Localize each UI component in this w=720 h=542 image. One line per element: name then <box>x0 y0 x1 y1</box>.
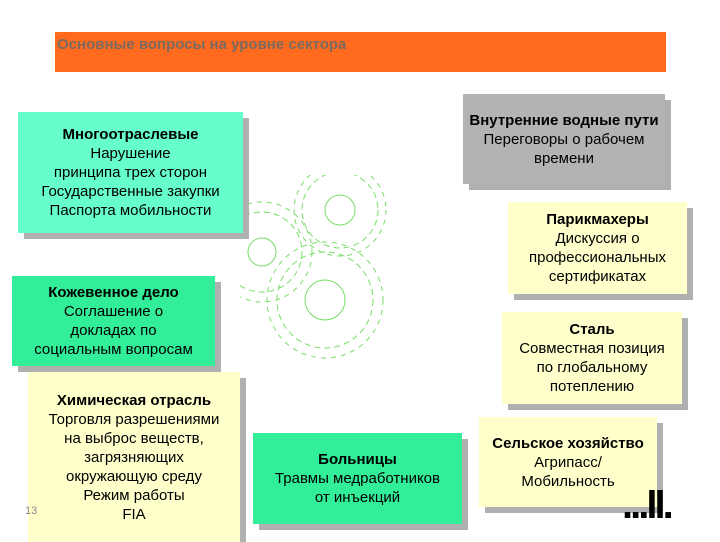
box-line: Нарушение <box>90 145 171 162</box>
box-hospitals: Больницы Травмы медработников от инъекци… <box>253 433 462 524</box>
logo: ...ll. <box>622 490 671 518</box>
box-line: загрязняющих <box>84 448 184 466</box>
box-line: Соглашение о <box>63 303 164 320</box>
box-line: Торговля разрешениями <box>48 410 220 428</box>
gears-icon <box>240 175 387 359</box>
box-title: Многоотраслевые <box>62 126 199 143</box>
box-hairdressers: Парикмахеры Дискуссия о профессиональных… <box>508 202 687 294</box>
box-line: на выброс веществ, <box>64 429 204 447</box>
box-title: Парикмахеры <box>546 211 649 228</box>
box-line: Мобильность <box>521 472 615 490</box>
box-line: социальным вопросам <box>34 341 193 358</box>
box-agriculture: Сельское хозяйство Агрипасс/ Мобильность <box>479 417 657 507</box>
box-line: сертификатах <box>548 268 647 285</box>
box-title: Химическая отрасль <box>56 391 212 409</box>
box-multisector: Многоотраслевые Нарушение принципа трех … <box>18 112 243 233</box>
box-title: Сталь <box>569 321 615 338</box>
box-waterways: Внутренние водные пути Переговоры о рабо… <box>463 94 665 184</box>
box-title: Сельское хозяйство <box>492 434 644 452</box>
slide-title: Основные вопросы на уровне сектора <box>57 36 347 53</box>
box-line: Травмы медработников <box>274 470 440 487</box>
box-steel: Сталь Совместная позиция по глобальному … <box>502 312 682 404</box>
box-line: Дискуссия о <box>555 230 640 247</box>
box-line: Агрипасс/ <box>534 453 602 471</box>
box-line: докладах по <box>70 322 157 339</box>
box-line: Переговоры о рабочем <box>483 130 645 148</box>
box-line: окружающую среду <box>66 467 202 485</box>
box-line: Государственные закупки <box>41 183 220 200</box>
box-line: времени <box>534 149 594 167</box>
box-line: Совместная позиция <box>519 340 665 357</box>
box-leather: Кожевенное дело Соглашение о докладах по… <box>12 276 215 366</box>
box-line: Режим работы <box>83 486 185 504</box>
box-line: по глобальному <box>536 359 648 376</box>
box-chemical: Химическая отрасль Торговля разрешениями… <box>28 372 240 542</box>
page-number: 13 <box>25 505 38 517</box>
box-line: Паспорта мобильности <box>49 202 212 219</box>
box-title: Внутренние водные пути <box>469 111 659 129</box>
box-title: Больницы <box>318 451 397 468</box>
box-line: FIA <box>122 505 146 523</box>
box-line: потеплению <box>549 378 635 395</box>
box-title: Кожевенное дело <box>48 284 179 301</box>
box-line: профессиональных <box>529 249 666 266</box>
box-line: принципа трех сторон <box>53 164 208 181</box>
box-line: от инъекций <box>314 489 401 506</box>
title-banner: Основные вопросы на уровне сектора <box>55 32 666 72</box>
